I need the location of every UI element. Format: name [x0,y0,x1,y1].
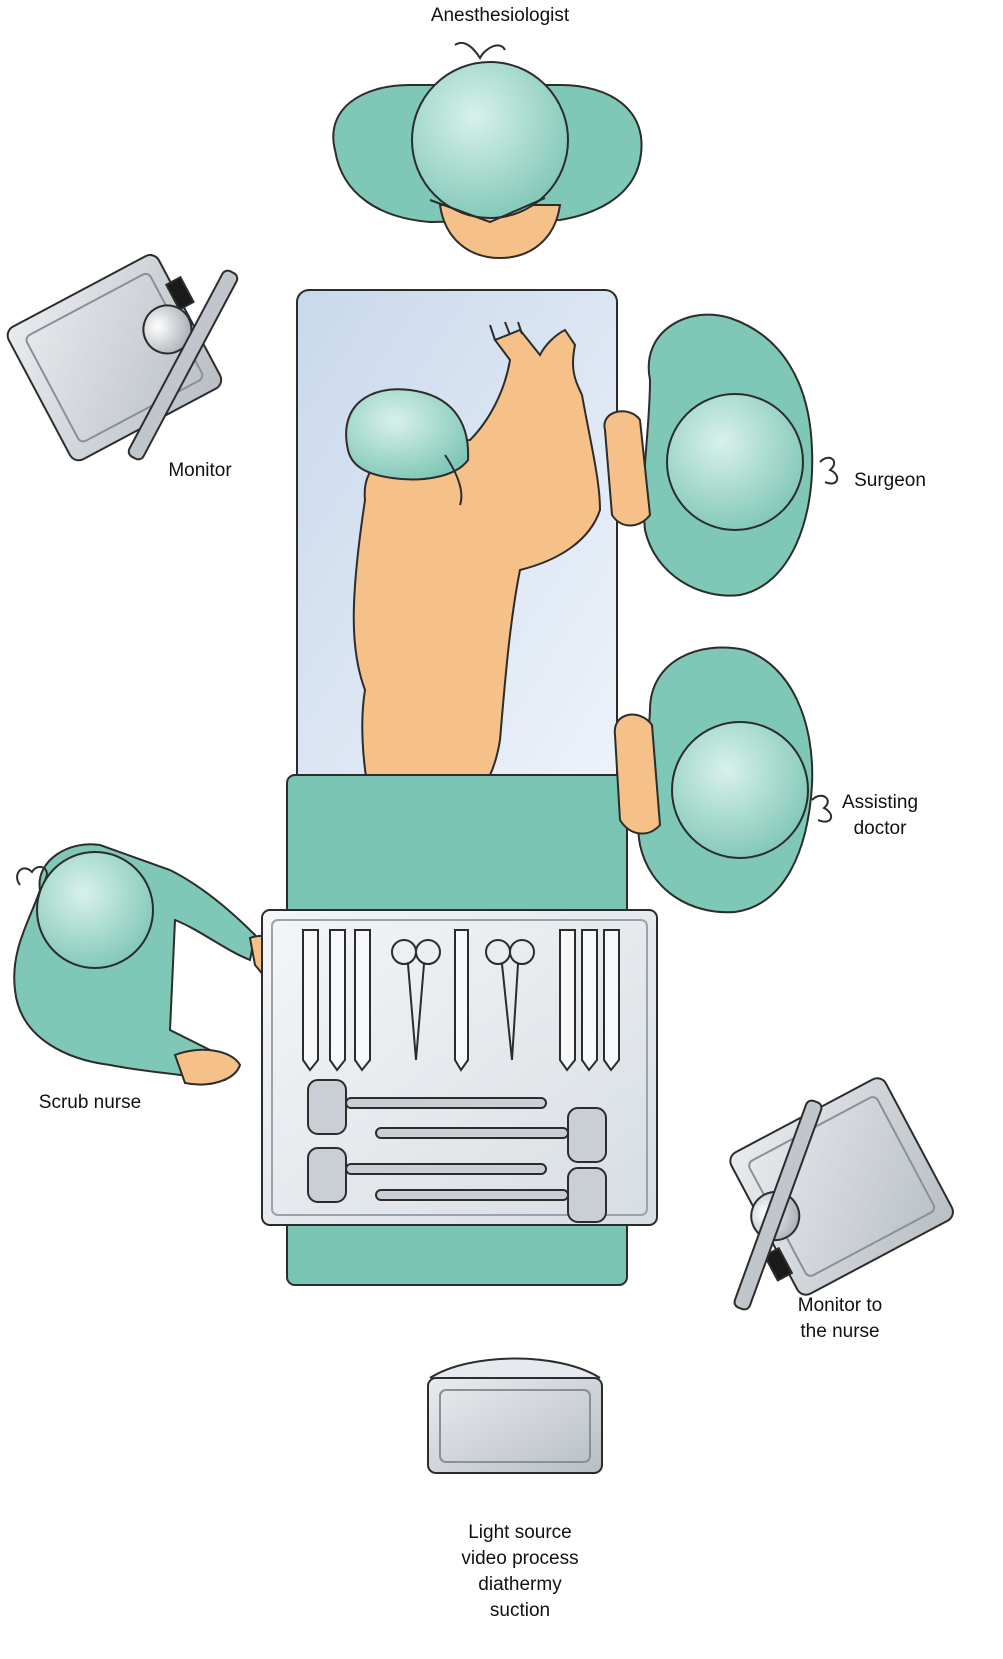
scrub-nurse-figure [14,844,296,1084]
assisting-doctor-figure [615,648,831,913]
label-surgeon: Surgeon [840,468,940,494]
label-anesthesiologist: Anesthesiologist [410,3,590,29]
label-monitor-to-nurse: Monitor to the nurse [770,1293,910,1345]
label-equipment: Light source video process diathermy suc… [440,1520,600,1624]
instrument-tray [262,910,657,1225]
label-assisting-doctor: Assisting doctor [815,790,945,842]
lower-drape [287,775,627,925]
surgeon-figure [604,315,837,596]
label-monitor: Monitor [150,458,250,484]
label-scrub-nurse: Scrub nurse [15,1090,165,1116]
monitor-bottom-right [715,1075,956,1311]
anesthesiologist-figure [333,43,641,258]
monitor-top-left [4,246,239,463]
equipment-cart [428,1359,602,1474]
